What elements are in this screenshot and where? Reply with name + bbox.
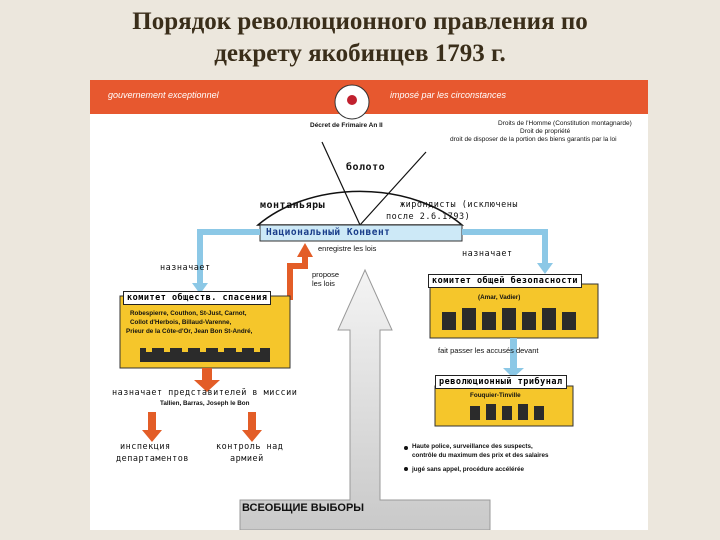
fait-passer-text: fait passer les accusés devant	[438, 346, 539, 355]
diagram-panel: gouvernement exceptionnel imposé par les…	[90, 80, 648, 530]
top-left-text: gouvernement exceptionnel	[108, 90, 219, 100]
csg-members: (Amar, Vadier)	[478, 294, 521, 301]
cps-members-2: Collot d'Herbois, Billaud-Varenne,	[130, 319, 232, 326]
arrow-to-army	[242, 430, 262, 442]
label-girondins-1: жирондисты (исключены	[400, 200, 518, 210]
label-montagnards: монтаньяры	[260, 200, 326, 211]
appoints-right: назначает	[462, 249, 513, 259]
tribunal-label: революционный трибунал	[435, 375, 567, 389]
bullet-2	[404, 467, 408, 471]
rights-line-3: droit de disposer de la portion des bien…	[450, 136, 617, 143]
assembly-hemicycle	[255, 190, 465, 226]
arrow-cps-down	[194, 380, 220, 392]
rights-line-2: Droit de propriété	[520, 128, 571, 135]
note2: jugé sans appel, procédure accélérée	[412, 466, 524, 473]
inspection-line-2: департаментов	[116, 454, 190, 464]
tribunal-member: Fouquier-Tinville	[470, 392, 521, 399]
decree-text: Décret de Frimaire An II	[310, 122, 383, 129]
top-roof-bar	[90, 80, 648, 114]
note1-line-1: Haute police, surveillance des suspects,	[412, 443, 533, 450]
reps-names: Tallien, Barras, Joseph le Bon	[160, 400, 250, 407]
cps-members-1: Robespierre, Couthon, St-Just, Carnot,	[130, 310, 247, 317]
elections-label: ВСЕОБЩИЕ ВЫБОРЫ	[242, 502, 365, 514]
propose-line-2: les lois	[312, 279, 335, 288]
cps-label: комитет обществ. спасения	[123, 291, 272, 305]
rights-line-1: Droits de l'Homme (Constitution montagna…	[498, 120, 632, 127]
arrow-to-cps	[197, 229, 260, 285]
title-line-1: Порядок революционного правления по	[132, 8, 588, 35]
csg-label: комитет общей безопасности	[428, 274, 583, 288]
note1-line-2: contrôle du maximum des prix et des sala…	[412, 452, 549, 459]
control-line-2: армией	[230, 454, 264, 464]
arrow-to-csg	[462, 229, 548, 265]
title-line-2: декрету якобинцев 1793 г.	[214, 40, 506, 67]
cps-members-3: Prieur de la Côte-d'Or, Jean Bon St-Andr…	[126, 328, 253, 335]
arrow-cps-to-convention	[287, 255, 308, 300]
inspection-line-1: инспекция	[120, 442, 171, 452]
arrow-to-tribunal	[503, 368, 524, 378]
elections-arrow	[239, 268, 491, 530]
convention-label: Национальный Конвент	[266, 227, 391, 238]
label-girondins-2: после 2.6.1793)	[386, 212, 471, 222]
control-line-1: контроль над	[216, 442, 284, 452]
propose-line-1: propose	[312, 270, 340, 279]
slide-title: Порядок революционного правления по декр…	[0, 6, 720, 70]
arrow-to-inspection	[142, 430, 162, 442]
enregistre-text: enregistre les lois	[318, 244, 377, 253]
diagram-shapes	[90, 80, 648, 530]
bullet-1	[404, 446, 408, 450]
reps-label: назначает представителей в миссии	[112, 388, 298, 398]
label-boloto: болото	[346, 162, 386, 173]
top-right-text: imposé par les circonstances	[390, 90, 507, 100]
appoints-left: назначает	[160, 263, 211, 273]
